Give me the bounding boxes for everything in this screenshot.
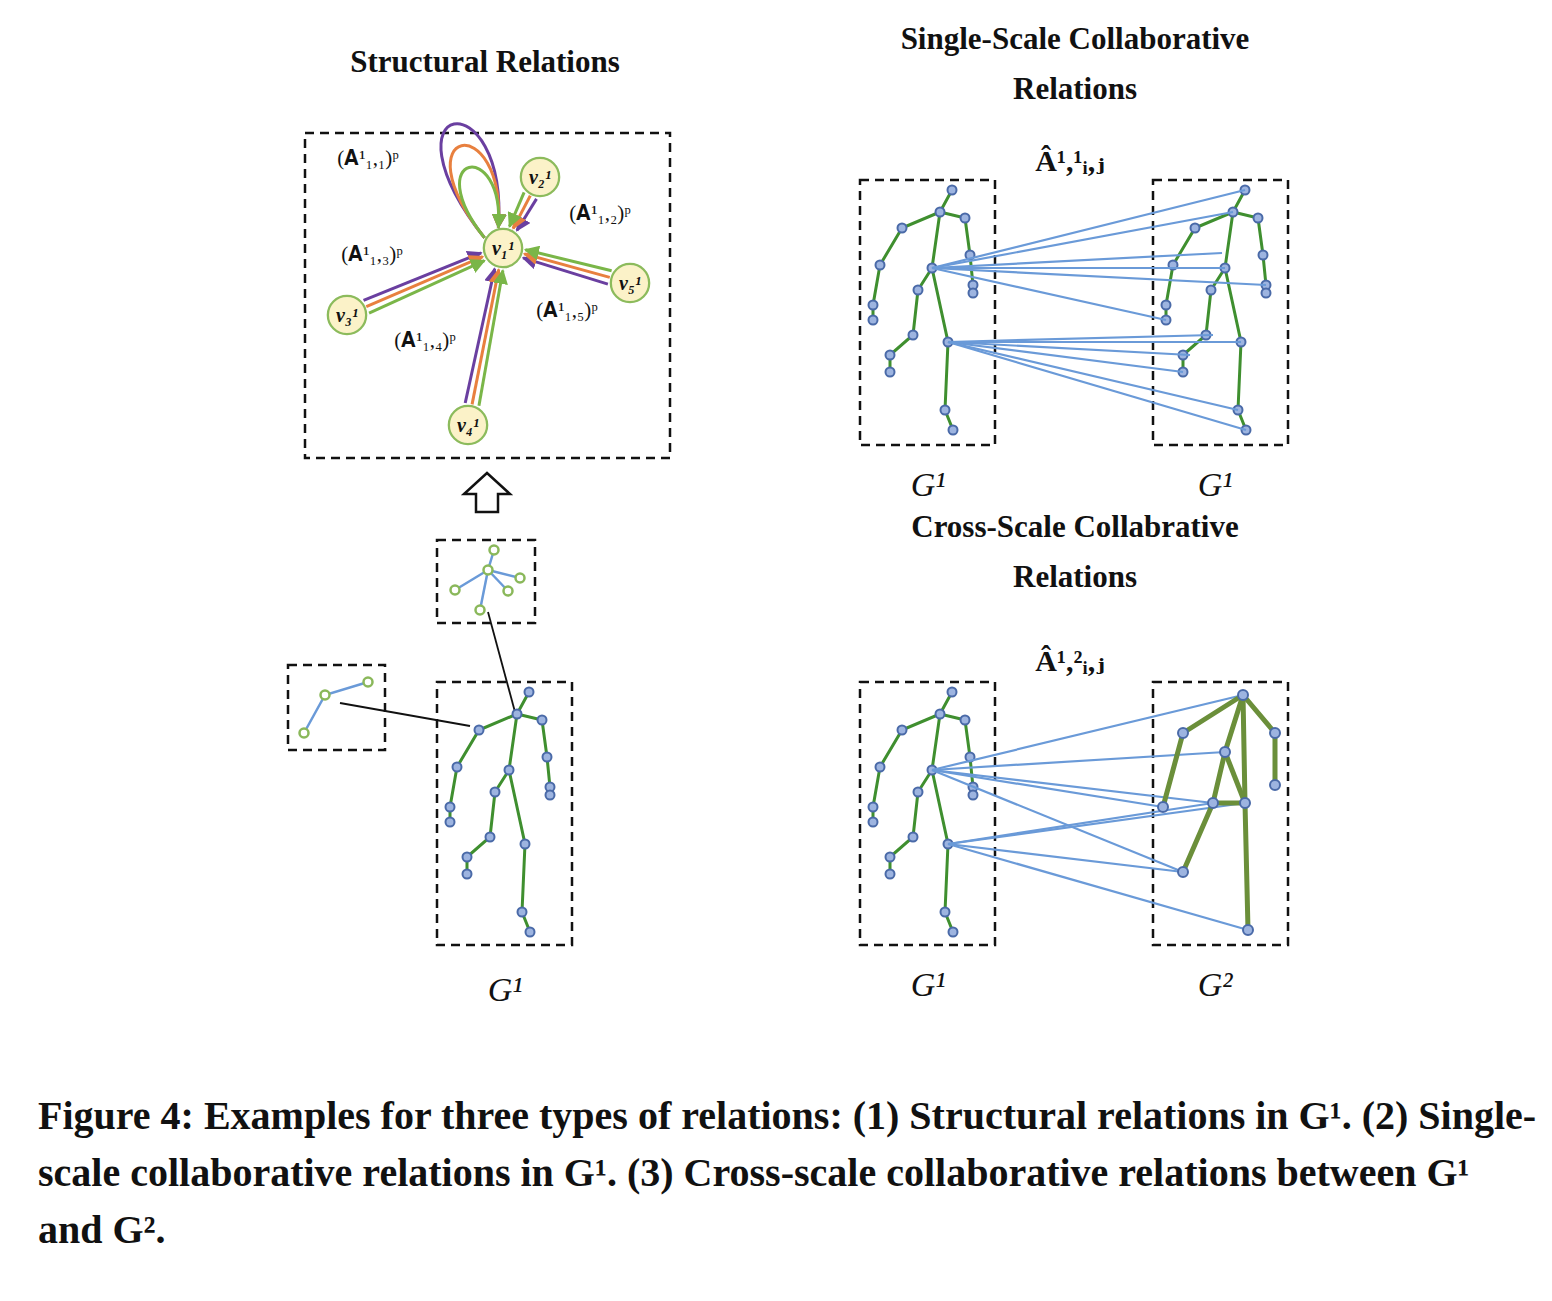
panel-title: Single-Scale Collaborative Relations [855, 14, 1295, 113]
relation-arrow [509, 192, 524, 226]
node-label: v₄¹ [447, 404, 489, 446]
graph-node: v₃¹ [326, 294, 368, 336]
math-label: (𝐀¹₁,₃)ᵖ [341, 242, 403, 267]
panel-title: Cross-Scale Collabrative Relations [855, 502, 1295, 601]
node-label: v₂¹ [519, 156, 561, 198]
graph-name: G¹ [1198, 466, 1233, 504]
graph-name: G¹ [911, 966, 946, 1004]
math-label: Â¹,²ᵢ,ⱼ [1035, 643, 1104, 678]
relation-arrow [523, 258, 608, 284]
relation-arrow [472, 270, 499, 405]
relation-arrow [479, 270, 503, 405]
math-label: (𝐀¹₁,₄)ᵖ [394, 328, 456, 353]
relation-arrow [459, 167, 498, 238]
graph-node: v₅¹ [609, 262, 651, 304]
graph-node: v₄¹ [447, 404, 489, 446]
graph-name: G² [1198, 966, 1233, 1004]
math-label: (𝐀¹₁,₁)ᵖ [337, 146, 399, 171]
relation-arrow [369, 261, 484, 314]
graph-node: v₁¹ [482, 227, 524, 269]
graph-node: v₂¹ [519, 156, 561, 198]
math-label: (𝐀¹₁,₂)ᵖ [569, 201, 631, 226]
math-label: (𝐀¹₁,₅)ᵖ [536, 298, 598, 323]
graph-name: G¹ [488, 971, 523, 1009]
panel-title: Structural Relations [350, 37, 620, 87]
figure-caption: Figure 4: Examples for three types of re… [38, 1088, 1538, 1258]
math-label: Â¹,¹ᵢ,ⱼ [1035, 143, 1104, 178]
relation-arrow [525, 250, 611, 271]
graph-name: G¹ [911, 466, 946, 504]
relation-arrow [450, 145, 499, 238]
relation-arrow [441, 124, 499, 238]
node-label: v₃¹ [326, 294, 368, 336]
node-label: v₁¹ [482, 227, 524, 269]
node-label: v₅¹ [609, 262, 651, 304]
